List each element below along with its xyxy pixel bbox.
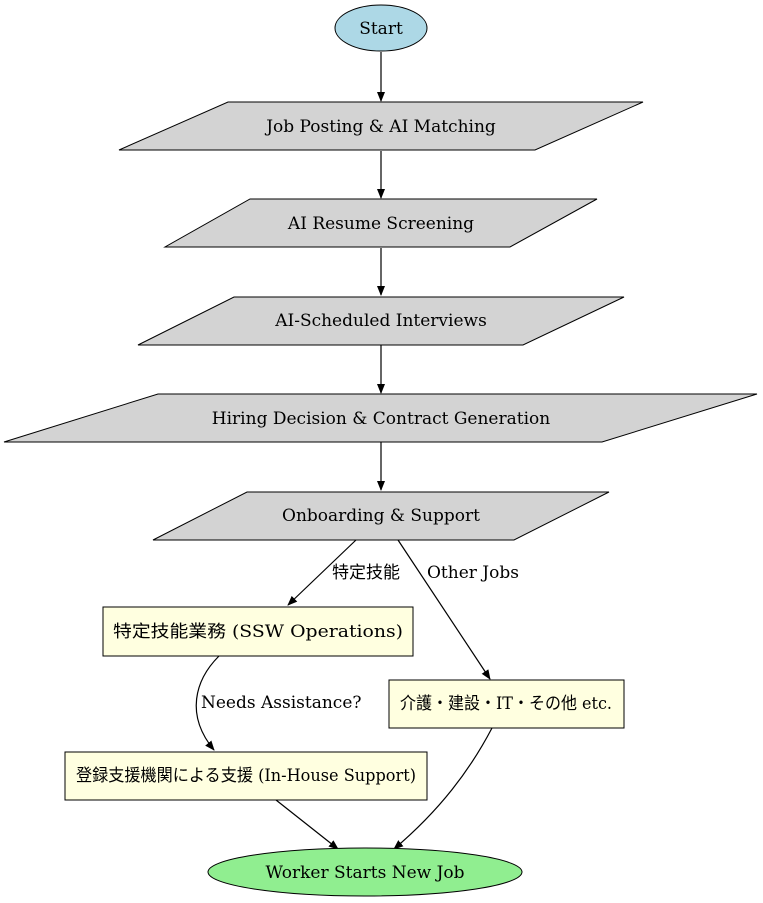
resume-screening-node bbox=[163, 198, 598, 248]
in-house-support-label: 登録支援機関による支援 (In-House Support) bbox=[76, 766, 416, 786]
hiring-node bbox=[3, 393, 758, 443]
hiring-label: Hiring Decision & Contract Generation bbox=[212, 409, 550, 429]
in-house-support-node bbox=[64, 751, 428, 801]
start-label: Start bbox=[359, 19, 403, 39]
edge-ssw-to-inhouse bbox=[195, 655, 220, 751]
job-posting-node bbox=[118, 101, 644, 151]
end-node bbox=[207, 847, 523, 897]
onboarding-label: Onboarding & Support bbox=[282, 506, 480, 526]
onboarding-node bbox=[152, 491, 610, 541]
end-label: Worker Starts New Job bbox=[265, 863, 464, 883]
ssw-operations-label: 特定技能業務 (SSW Operations) bbox=[113, 622, 403, 642]
other-jobs-node bbox=[388, 679, 625, 729]
job-posting-label: Job Posting & AI Matching bbox=[264, 117, 496, 137]
interviews-node bbox=[137, 296, 625, 346]
edge-label-other-jobs: Other Jobs bbox=[427, 563, 519, 583]
resume-screening-label: AI Resume Screening bbox=[287, 214, 474, 234]
edge-label-needs-assistance: Needs Assistance? bbox=[201, 693, 362, 713]
edge-inhouse-to-end bbox=[275, 799, 339, 850]
other-jobs-label: 介護・建設・IT・その他 etc. bbox=[400, 694, 612, 714]
edge-onboarding-to-other bbox=[397, 539, 491, 680]
edge-onboarding-to-ssw bbox=[287, 539, 357, 606]
start-node bbox=[334, 4, 428, 52]
edge-other-to-end bbox=[393, 727, 493, 850]
interviews-label: AI-Scheduled Interviews bbox=[274, 311, 487, 331]
ssw-operations-node bbox=[102, 606, 414, 657]
edge-label-ssw: 特定技能 bbox=[332, 563, 400, 583]
